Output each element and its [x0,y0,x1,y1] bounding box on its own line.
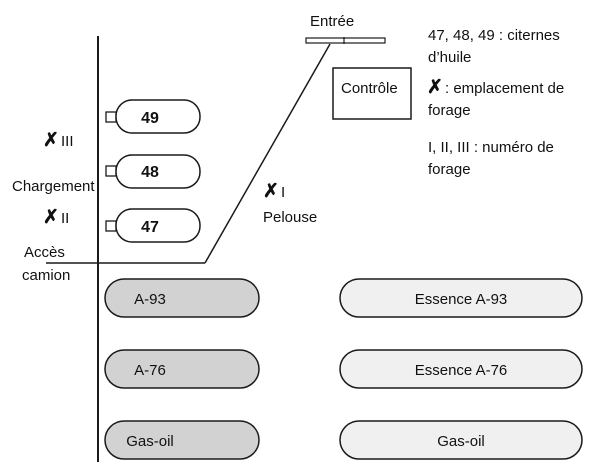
fuel-tank-gasoil-right: Gas-oil [339,420,583,460]
fuel-tank-label: A-76 [134,362,166,379]
drill-site-label: I [281,184,285,201]
entrance-label: Entrée [310,13,354,30]
drill-site-I: ✗ I [263,181,285,202]
legend-numbers-line2: forage [428,161,471,178]
entrance-gate [305,37,386,44]
drill-mark-icon: ✗ [43,207,59,228]
oil-tank-47: 47 [105,208,201,243]
legend-numbers-line1: I, II, III : numéro de [428,139,554,156]
legend: 47, 48, 49 : citernes d’huile ✗ : emplac… [427,27,564,178]
fuel-tank-label: A-93 [134,291,166,308]
oil-tank-label: 47 [141,219,159,236]
control-box [332,67,412,120]
truck-access-line2: camion [22,267,70,284]
lawn-label: Pelouse [263,209,317,226]
oil-tank-label: 48 [141,164,159,181]
legend-drill-icon: ✗ [427,77,443,98]
fuel-tank-label: Essence A-76 [415,362,508,379]
drill-mark-icon: ✗ [263,181,279,202]
oil-tank-48: 48 [105,154,201,189]
legend-tanks-line2: d’huile [428,49,471,66]
legend-drill-line1: : emplacement de [445,80,564,97]
loading-label: Chargement [12,178,95,195]
fuel-tank-label: Essence A-93 [415,291,508,308]
legend-drill-line2: forage [428,102,471,119]
drill-site-label: II [61,210,69,227]
oil-tank-label: 49 [141,110,159,127]
fuel-tank-label: Gas-oil [437,433,485,450]
drill-site-II: ✗ II [43,207,69,228]
fuel-tank-label: Gas-oil [126,433,174,450]
truck-access-line1: Accès [24,244,65,261]
drill-mark-icon: ✗ [43,130,59,151]
control-label: Contrôle [341,80,398,97]
fuel-tank-essence-a76: Essence A-76 [339,349,583,389]
drill-site-label: III [61,133,74,150]
drill-site-III: ✗ III [43,130,74,151]
legend-tanks-line1: 47, 48, 49 : citernes [428,27,560,44]
fuel-tank-essence-a93: Essence A-93 [339,278,583,318]
fuel-tank-a76: A-76 [104,349,260,389]
fuel-tank-a93: A-93 [104,278,260,318]
oil-tank-49: 49 [105,99,201,134]
access-road-line [204,43,331,264]
fuel-tank-gasoil: Gas-oil [104,420,260,460]
